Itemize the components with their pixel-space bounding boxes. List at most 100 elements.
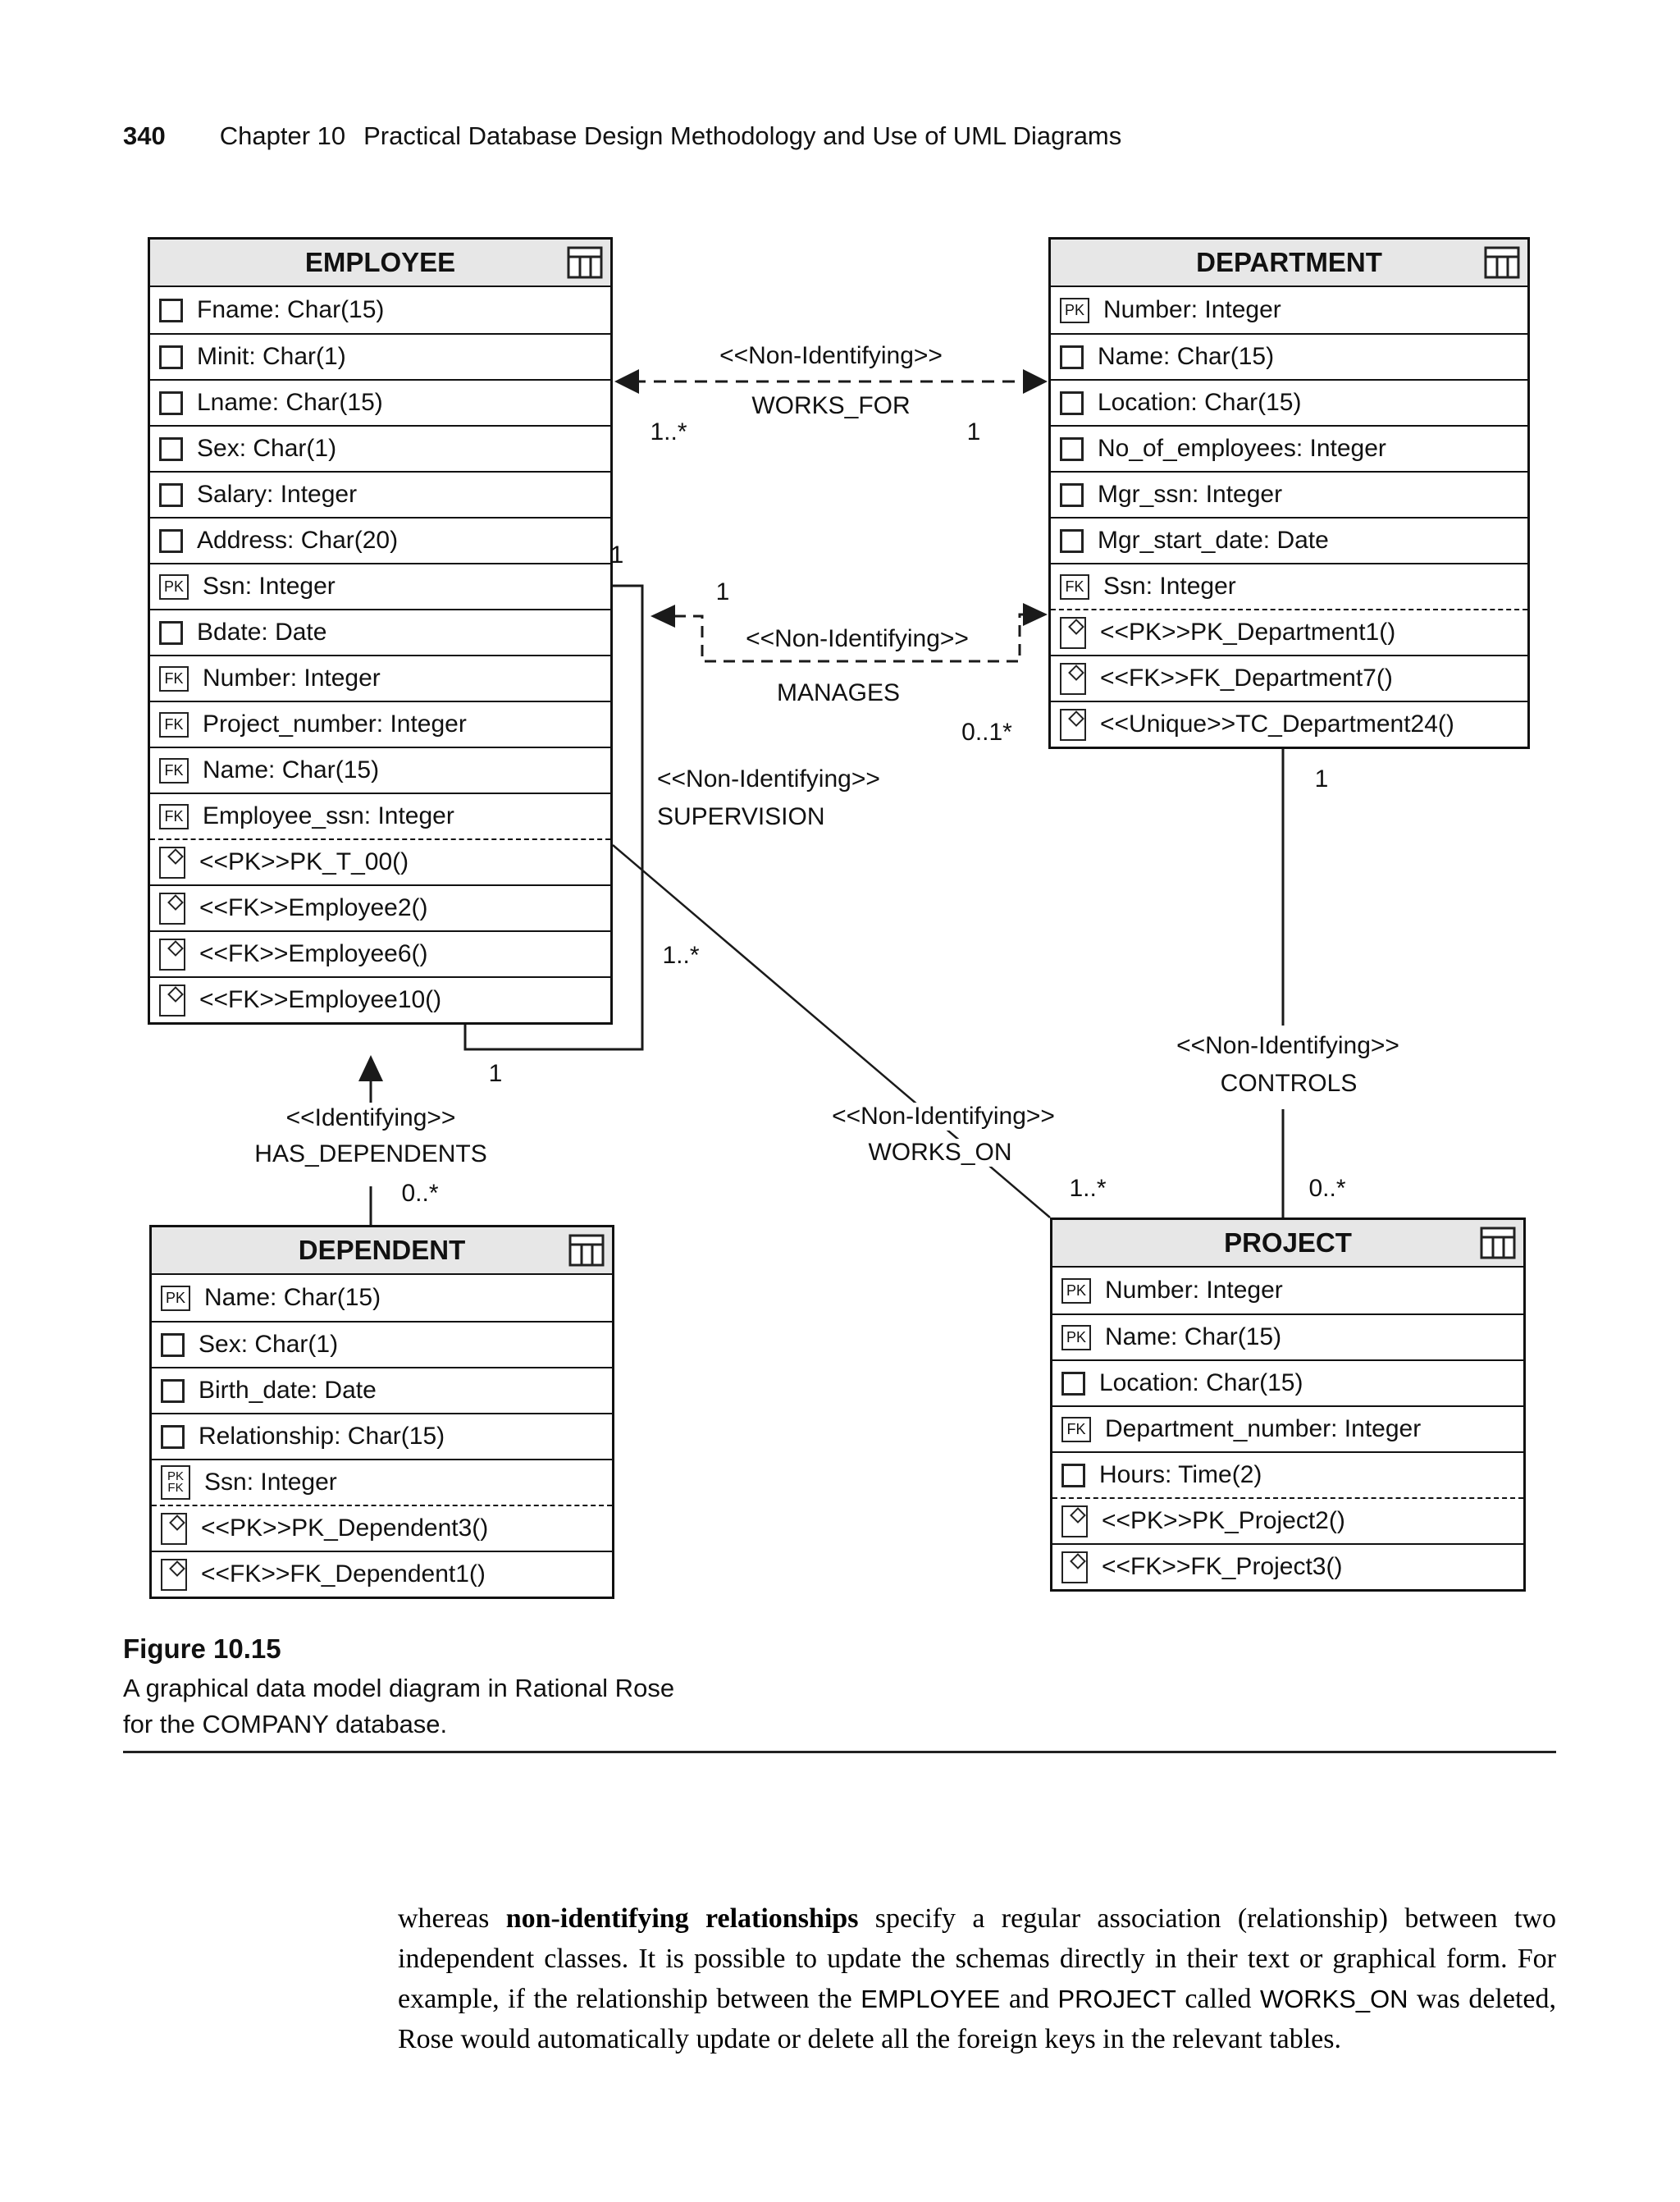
employee-table-header: EMPLOYEE	[150, 240, 610, 287]
attribute-row: Mgr_start_date: Date	[1051, 517, 1527, 563]
works-for-name-label: WORKS_FOR	[746, 392, 915, 420]
table-icon	[567, 246, 603, 279]
checkbox-icon	[159, 391, 183, 415]
employee-rows: Fname: Char(15) Minit: Char(1) Lname: Ch…	[150, 287, 610, 1022]
attribute-row: Birth_date: Date	[152, 1367, 612, 1413]
attribute-label: <<PK>>PK_Dependent3()	[201, 1514, 489, 1542]
attribute-label: No_of_employees: Integer	[1098, 435, 1386, 462]
attribute-row: Mgr_ssn: Integer	[1051, 471, 1527, 517]
dependent-table-title: DEPENDENT	[298, 1235, 466, 1265]
works-on-project-multiplicity: 1..*	[1069, 1175, 1107, 1202]
attribute-label: <<FK>>FK_Department7()	[1100, 665, 1393, 692]
operation-icon	[1061, 1551, 1088, 1583]
checkbox-icon	[161, 1378, 185, 1403]
attribute-label: <<FK>>Employee6()	[199, 940, 428, 967]
manages-right-arrow-icon	[1023, 603, 1048, 626]
attribute-row: Location: Char(15)	[1051, 379, 1527, 425]
has-dependents-arrow-icon	[358, 1055, 383, 1081]
checkbox-icon	[161, 1424, 185, 1449]
attribute-label: Project_number: Integer	[203, 710, 467, 738]
attribute-label: Location: Char(15)	[1098, 389, 1302, 416]
pk-icon: PK	[159, 573, 189, 600]
checkbox-icon	[1060, 345, 1084, 369]
attribute-row: <<PK>>PK_T_00()	[150, 838, 610, 884]
table-icon	[568, 1234, 605, 1267]
attribute-row: Fname: Char(15)	[150, 287, 610, 333]
attribute-label: Location: Char(15)	[1099, 1369, 1303, 1396]
employee-table: EMPLOYEE Fname: Char(15) Minit: Char(1)	[148, 237, 613, 1025]
manages-employee-multiplicity: 1	[715, 578, 730, 605]
fk-icon: FK	[1060, 573, 1089, 600]
attribute-label: Fname: Char(15)	[197, 296, 385, 323]
project-table-title: PROJECT	[1224, 1227, 1352, 1258]
attribute-label: Mgr_start_date: Date	[1098, 527, 1329, 554]
attribute-row: <<PK>>PK_Project2()	[1052, 1497, 1523, 1543]
attribute-label: Mgr_ssn: Integer	[1098, 481, 1283, 508]
supervision-name-label: SUPERVISION	[657, 803, 825, 830]
supervision-loop-multiplicity: 1..*	[662, 942, 700, 969]
project-rows: PK Number: Integer PK Name: Char(15) Loc…	[1052, 1268, 1523, 1589]
attribute-label: Number: Integer	[1103, 296, 1281, 323]
body-text-segment: was deleted, Rose would automatically up…	[398, 1984, 1557, 2054]
figure-caption-line2: for the COMPANY database.	[123, 1710, 448, 1738]
operation-icon	[1060, 616, 1086, 649]
works-for-left-arrow-icon	[614, 369, 639, 394]
has-dependents-employee-multiplicity: 1	[488, 1060, 503, 1087]
operation-icon	[159, 984, 185, 1016]
department-table-header: DEPARTMENT	[1051, 240, 1527, 287]
attribute-label: <<FK>>FK_Dependent1()	[201, 1560, 486, 1588]
operation-icon	[161, 1512, 187, 1545]
attribute-label: Name: Char(15)	[203, 756, 380, 783]
caption-divider-rule	[123, 1751, 1556, 1753]
attribute-row: <<FK>>FK_Department7()	[1051, 655, 1527, 701]
attribute-row: PK Number: Integer	[1051, 287, 1527, 333]
controls-name-label: CONTROLS	[1215, 1070, 1363, 1098]
attribute-label: Name: Char(15)	[1098, 343, 1275, 370]
has-dependents-name-label: HAS_DEPENDENTS	[249, 1140, 492, 1168]
attribute-row: Location: Char(15)	[1052, 1359, 1523, 1405]
checkbox-icon	[1060, 528, 1084, 553]
dependent-table: DEPENDENT PK Name: Char(15) Sex: Char(1)	[149, 1225, 614, 1599]
attribute-row: <<Unique>>TC_Department24()	[1051, 701, 1527, 747]
pk-icon: PK	[1061, 1324, 1091, 1350]
checkbox-icon	[1060, 482, 1084, 507]
attribute-label: Name: Char(15)	[1105, 1323, 1282, 1350]
manages-left-arrow-icon	[651, 605, 675, 628]
body-text-segment: WORKS_ON	[1260, 1985, 1408, 2013]
body-text-segment: specify a regular association (relations…	[398, 1903, 1556, 2014]
works-for-right-arrow-icon	[1023, 369, 1048, 394]
checkbox-icon	[1061, 1371, 1085, 1396]
attribute-label: <<PK>>PK_T_00()	[199, 848, 409, 875]
manages-name-label: MANAGES	[776, 679, 901, 706]
attribute-label: <<PK>>PK_Project2()	[1102, 1507, 1345, 1534]
figure-caption: Figure 10.15 A graphical data model diag…	[123, 1631, 674, 1743]
attribute-row: PK Number: Integer	[1052, 1268, 1523, 1313]
operation-icon	[159, 892, 185, 925]
attribute-row: FK Number: Integer	[150, 655, 610, 701]
attribute-label: <<PK>>PK_Department1()	[1100, 619, 1396, 646]
attribute-label: Birth_date: Date	[199, 1377, 377, 1404]
attribute-row: Address: Char(20)	[150, 517, 610, 563]
employee-table-title: EMPLOYEE	[304, 247, 456, 277]
works-on-stereotype-label: <<Non-Identifying>>	[827, 1103, 1060, 1131]
attribute-label: Number: Integer	[1105, 1277, 1283, 1304]
attribute-label: Employee_ssn: Integer	[203, 802, 454, 829]
figure-caption-line1: A graphical data model diagram in Ration…	[123, 1674, 675, 1702]
attribute-row: FK Ssn: Integer	[1051, 563, 1527, 609]
attribute-label: Minit: Char(1)	[197, 343, 346, 370]
checkbox-icon	[159, 620, 183, 645]
attribute-row: <<PK>>PK_Department1()	[1051, 609, 1527, 655]
pk-icon: PK	[1060, 297, 1089, 323]
attribute-row: PK Name: Char(15)	[152, 1275, 612, 1321]
attribute-row: Salary: Integer	[150, 471, 610, 517]
attribute-row: <<FK>>Employee6()	[150, 930, 610, 976]
manages-department-multiplicity: 0..1*	[961, 719, 1012, 746]
table-icon	[1484, 246, 1520, 279]
checkbox-icon	[1061, 1463, 1085, 1487]
body-paragraph: whereas non-identifying relationships sp…	[398, 1898, 1556, 2059]
controls-project-multiplicity: 0..*	[1308, 1175, 1346, 1202]
attribute-row: FK Project_number: Integer	[150, 701, 610, 747]
attribute-row: Hours: Time(2)	[1052, 1451, 1523, 1497]
attribute-row: No_of_employees: Integer	[1051, 425, 1527, 471]
attribute-row: <<FK>>Employee2()	[150, 884, 610, 930]
